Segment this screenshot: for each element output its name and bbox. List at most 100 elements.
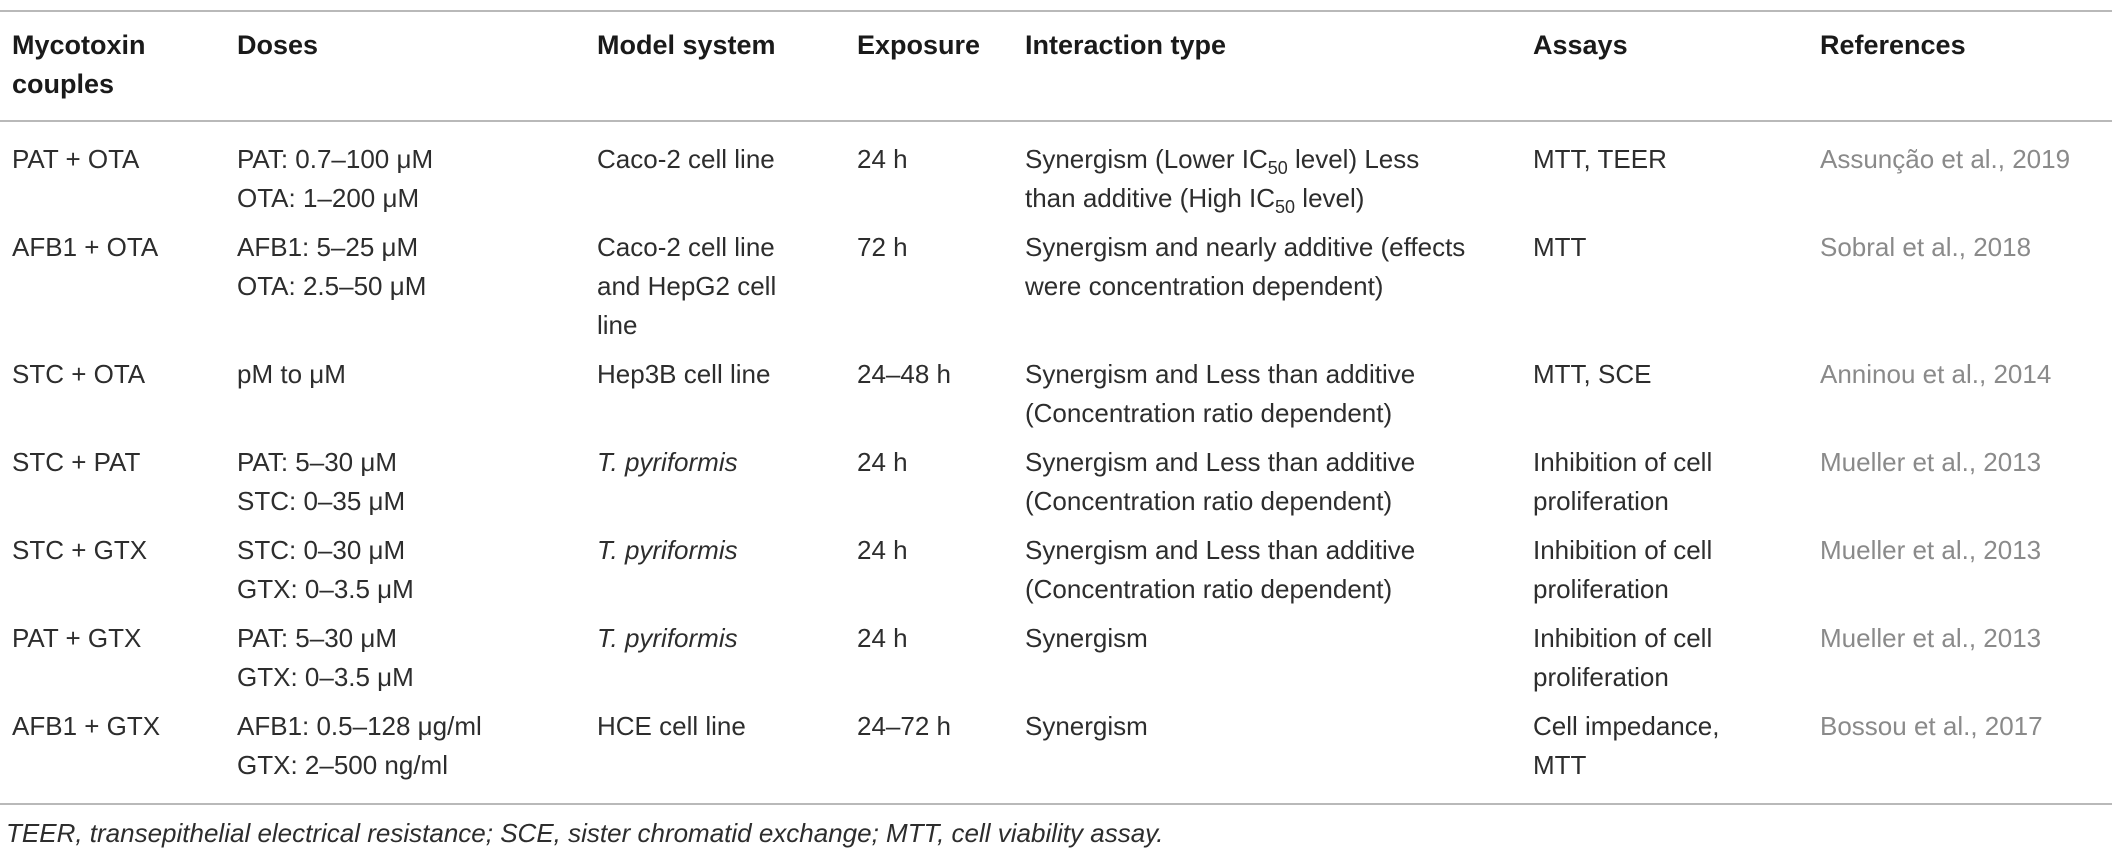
assay-line: MTT: [1533, 232, 1587, 262]
header-text: Assays: [1533, 30, 1628, 60]
header-interaction-type: Interaction type: [1025, 11, 1533, 121]
interaction-type-cell: Synergism: [1025, 707, 1533, 804]
exposure-cell: 24 h: [857, 623, 908, 653]
model-line: T. pyriformis: [597, 535, 738, 565]
subscript-text: 50: [1267, 158, 1288, 178]
model-system-cell: Hep3B cell line: [597, 355, 857, 443]
mycotoxin-couple-cell: PAT + GTX: [12, 623, 142, 653]
table-row: STC + GTX STC: 0–30 μM GTX: 0–3.5 μM T. pyr…: [0, 531, 2112, 619]
header-references: References: [1820, 11, 2112, 121]
assays-cell: Inhibition of cell proliferation: [1533, 619, 1820, 707]
mycotoxin-couple-cell: STC + GTX: [12, 535, 148, 565]
model-system-cell: HCE cell line: [597, 707, 857, 804]
header-doses: Doses: [237, 11, 597, 121]
model-system-cell: T. pyriformis: [597, 531, 857, 619]
header-text: Doses: [237, 30, 319, 60]
exposure-cell: 24 h: [857, 144, 908, 174]
header-text: Interaction type: [1025, 30, 1227, 60]
interaction-text: were concentration dependent): [1025, 271, 1384, 301]
mycotoxin-interaction-table: Mycotoxin couples Doses Model system Exposur…: [0, 10, 2112, 805]
dose-line: AFB1: 5–25 μM: [237, 232, 419, 262]
model-system-cell: Caco-2 cell line: [597, 121, 857, 228]
dose-line: GTX: 2–500 ng/ml: [237, 750, 448, 780]
interaction-text: than additive (High IC: [1025, 183, 1276, 213]
assays-cell: MTT, SCE: [1533, 355, 1820, 443]
reference-cell: Mueller et al., 2013: [1820, 447, 2042, 477]
interaction-text: (Concentration ratio dependent): [1025, 398, 1393, 428]
assays-cell: Inhibition of cell proliferation: [1533, 531, 1820, 619]
reference-cell: Bossou et al., 2017: [1820, 711, 2043, 741]
assays-cell: Cell impedance,MTT: [1533, 707, 1820, 804]
header-row: Mycotoxin couples Doses Model system Exposur…: [0, 11, 2112, 121]
model-system-cell: T. pyriformis: [597, 619, 857, 707]
reference-cell: Mueller et al., 2013: [1820, 623, 2042, 653]
dose-line: PAT: 5–30 μM: [237, 623, 397, 653]
model-line: and HepG2 cell: [597, 271, 777, 301]
exposure-cell: 24–72 h: [857, 711, 951, 741]
dose-line: PAT: 0.7–100 μM: [237, 144, 434, 174]
model-line: T. pyriformis: [597, 623, 738, 653]
doses-cell: STC: 0–30 μM GTX: 0–3.5 μM: [237, 531, 597, 619]
dose-line: pM to μM: [237, 359, 346, 389]
assay-line: proliferation: [1533, 662, 1669, 692]
interaction-type-cell: Synergism and Less than additive(Concent…: [1025, 355, 1533, 443]
model-line: Caco-2 cell line: [597, 232, 775, 262]
doses-cell: AFB1: 5–25 μM OTA: 2.5–50 μM: [237, 228, 597, 355]
table-body: PAT + OTA PAT: 0.7–100 μM OTA: 1–200 μM Cac…: [0, 121, 2112, 804]
model-line: Caco-2 cell line: [597, 144, 775, 174]
header-text: References: [1820, 30, 1966, 60]
interaction-type-cell: Synergism: [1025, 619, 1533, 707]
header-text: couples: [12, 69, 115, 99]
assays-cell: MTT, TEER: [1533, 121, 1820, 228]
interaction-text: Synergism and Less than additive: [1025, 535, 1416, 565]
exposure-cell: 24–48 h: [857, 359, 951, 389]
assay-line: Cell impedance,: [1533, 711, 1720, 741]
header-text: Model system: [597, 30, 776, 60]
header-assays: Assays: [1533, 11, 1820, 121]
mycotoxin-couple-cell: AFB1 + OTA: [12, 232, 159, 262]
header-exposure: Exposure: [857, 11, 1025, 121]
exposure-cell: 24 h: [857, 535, 908, 565]
reference-cell: Anninou et al., 2014: [1820, 359, 2052, 389]
table-row: AFB1 + OTA AFB1: 5–25 μM OTA: 2.5–50 μM Cac…: [0, 228, 2112, 355]
table-footnote: TEER, transepithelial electrical resista…: [6, 818, 1164, 848]
mycotoxin-couple-cell: STC + PAT: [12, 447, 141, 477]
interaction-text: Synergism (Lower IC: [1025, 144, 1268, 174]
reference-cell: Mueller et al., 2013: [1820, 535, 2042, 565]
interaction-text: Synergism: [1025, 623, 1148, 653]
interaction-type-cell: Synergism and Less than additive(Concent…: [1025, 443, 1533, 531]
mycotoxin-couple-cell: AFB1 + GTX: [12, 711, 161, 741]
assay-line: proliferation: [1533, 486, 1669, 516]
model-line: Hep3B cell line: [597, 359, 771, 389]
interaction-type-cell: Synergism and Less than additive(Concent…: [1025, 531, 1533, 619]
interaction-type-cell: Synergism and nearly additive (effects we…: [1025, 228, 1533, 355]
header-mycotoxin-couples: Mycotoxin couples: [0, 11, 237, 121]
assay-line: Inhibition of cell: [1533, 623, 1713, 653]
header-text: Exposure: [857, 30, 981, 60]
interaction-text: Synergism and nearly additive (effects: [1025, 232, 1466, 262]
mycotoxin-couple-cell: PAT + OTA: [12, 144, 140, 174]
subscript-text: 50: [1275, 197, 1296, 217]
dose-line: GTX: 0–3.5 μM: [237, 574, 414, 604]
model-system-cell: T. pyriformis: [597, 443, 857, 531]
interaction-text: (Concentration ratio dependent): [1025, 486, 1393, 516]
table-row: PAT + OTA PAT: 0.7–100 μM OTA: 1–200 μM Cac…: [0, 121, 2112, 228]
dose-line: STC: 0–30 μM: [237, 535, 406, 565]
assay-line: Inhibition of cell: [1533, 535, 1713, 565]
assay-line: proliferation: [1533, 574, 1669, 604]
dose-line: PAT: 5–30 μM: [237, 447, 397, 477]
table-header: Mycotoxin couples Doses Model system Exposur…: [0, 11, 2112, 121]
header-text: Mycotoxin: [12, 30, 146, 60]
dose-line: OTA: 1–200 μM: [237, 183, 420, 213]
dose-line: OTA: 2.5–50 μM: [237, 271, 427, 301]
interaction-text: Synergism: [1025, 711, 1148, 741]
